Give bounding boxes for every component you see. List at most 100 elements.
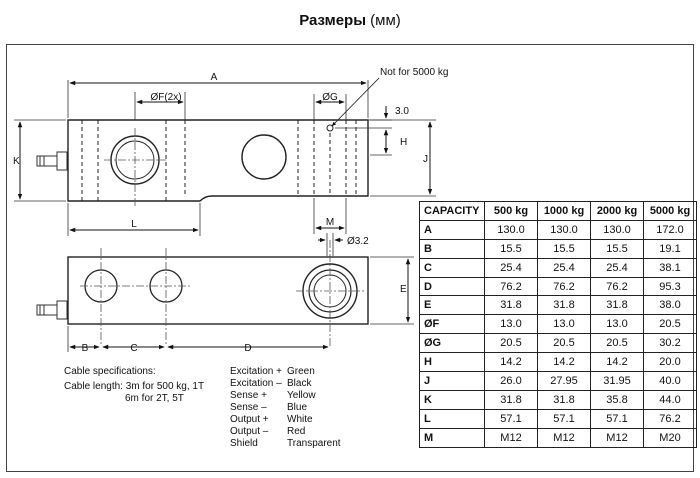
table-cell: 25.4 [537,257,591,278]
cable-gland-top [56,300,68,320]
dim-f-label: ØF(2x) [150,92,181,103]
table-cell: 30.2 [643,333,697,354]
wiring-row: Sense –Blue [230,402,308,413]
table-cell: 57.1 [484,408,538,429]
table-row-label: B [419,238,485,259]
table-cell: 76.2 [537,276,591,297]
cable-spec-heading: Cable specifications: [64,366,156,377]
table-cell: 19.1 [643,238,697,259]
table-row-label: H [419,352,485,373]
table-cell: 95.3 [643,276,697,297]
table-cell: 38.1 [643,257,697,278]
dim-l-label: L [131,219,137,230]
table-cell: M12 [590,427,644,448]
cable-specifications: Cable specifications: Cable length: 3m f… [64,366,204,405]
table-cell: 15.5 [590,238,644,259]
table-cell: 20.5 [537,333,591,354]
table-cell: 20.5 [590,333,644,354]
table-row-label: L [419,408,485,429]
table-row-label: M [419,427,485,448]
table-cell: 20.5 [484,333,538,354]
table-header-cell: 5000 kg [643,201,697,221]
table-cell: 31.8 [537,389,591,410]
table-cell: 31.95 [590,371,644,391]
table-header-cell: 1000 kg [537,201,591,221]
side-view: A ØF(2x) ØG Not for 5000 kg 3.0 H J [13,67,448,236]
top-view: Ø3.2 E B C D [36,233,414,354]
wiring-row: Output –Red [230,426,306,437]
table-cell: 130.0 [590,219,644,240]
table-row-label: K [419,389,485,410]
table-cell: 20.5 [643,314,697,335]
dim-d-label: D [244,343,251,354]
note-label: Not for 5000 kg [380,67,448,78]
table-header-row: CAPACITY 500 kg 1000 kg 2000 kg 5000 kg [419,201,697,221]
table-row-label: A [419,219,485,240]
wiring-row: Output +White [230,414,313,425]
cable-gland-side [56,151,68,171]
table-cell: M12 [484,427,538,448]
table-cell: 14.2 [484,352,538,373]
small-hole [326,124,334,132]
table-cell: 14.2 [590,352,644,373]
table-cell: 13.0 [590,314,644,335]
table-row-label: ØF [419,314,485,335]
dim-32-label: Ø3.2 [347,236,369,247]
cable-spec-line2: 6m for 2T, 5T [125,393,184,404]
table-cell: 20.0 [643,352,697,373]
dimension-table: CAPACITY 500 kg 1000 kg 2000 kg 5000 kg … [419,201,697,448]
table-header-cell: CAPACITY [419,201,485,221]
table-row-label: C [419,257,485,278]
note-leader [331,77,380,127]
dim-k-label: K [13,156,20,167]
table-cell: 40.0 [643,371,697,391]
dim-e-label: E [400,284,407,295]
dim-30-label: 3.0 [395,106,409,117]
table-cell: 35.8 [590,389,644,410]
dim-a-label: A [211,72,218,83]
wiring-row: Sense +Yellow [230,390,316,401]
table-cell: 76.2 [590,276,644,297]
table-row-label: ØG [419,333,485,354]
table-cell: 44.0 [643,389,697,410]
table-cell: 76.2 [484,276,538,297]
title-unit: (мм) [366,12,401,29]
dim-b-label: B [82,343,89,354]
table-cell: 27.95 [537,371,591,391]
table-cell: M12 [537,427,591,448]
dim-c-label: C [130,343,137,354]
table-cell: 76.2 [643,408,697,429]
load-hole-side [241,134,287,180]
table-cell: 38.0 [643,295,697,316]
dim-h-label: H [400,137,407,148]
table-cell: 31.8 [537,295,591,316]
table-row-label: E [419,295,485,316]
table-cell: 25.4 [590,257,644,278]
table-cell: 57.1 [590,408,644,429]
table-cell: M20 [643,427,697,448]
cable-spec-line1: Cable length: 3m for 500 kg, 1T [64,381,205,392]
title-main: Размеры [299,12,367,29]
table-cell: 172.0 [643,219,697,240]
table-cell: 15.5 [537,238,591,259]
table-cell: 130.0 [537,219,591,240]
table-cell: 14.2 [537,352,591,373]
table-cell: 13.0 [484,314,538,335]
table-cell: 26.0 [484,371,538,391]
dim-m-label: M [326,217,334,228]
page-title: Размеры (мм) [0,12,700,29]
table-cell: 31.8 [484,389,538,410]
